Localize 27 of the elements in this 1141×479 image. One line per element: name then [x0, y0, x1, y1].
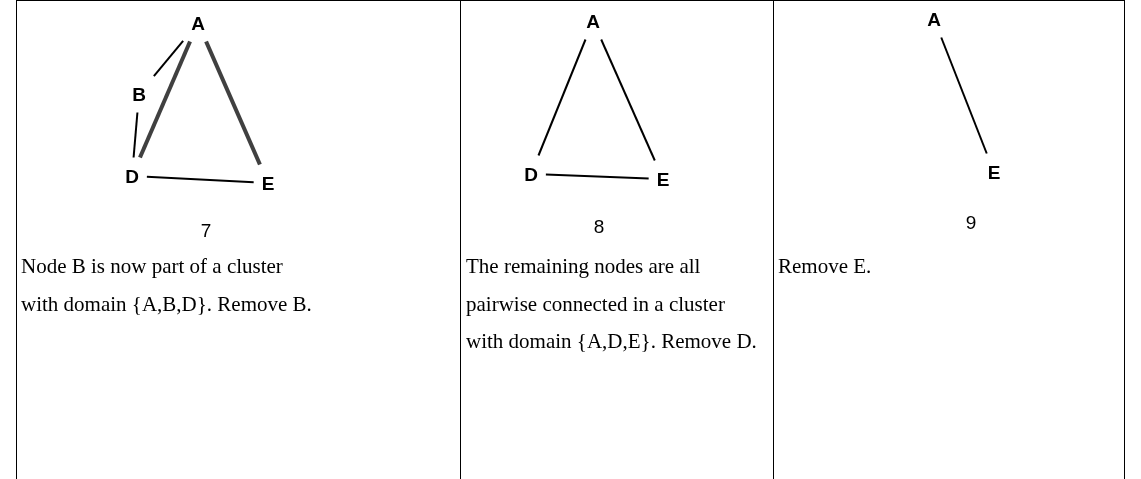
graph-edge-line [132, 111, 139, 159]
table-cell [16, 0, 460, 479]
graph-node-label: E [979, 153, 1009, 191]
step-number: 8 [593, 216, 605, 238]
graph-edge-line [537, 38, 587, 157]
graph-node-label: A [183, 4, 213, 42]
description-text: Remove E. [778, 253, 873, 280]
graph-node-label: E [253, 164, 283, 202]
graph-node-label: D [516, 155, 546, 193]
step-number: 9 [965, 212, 977, 234]
graph-node-label: A [919, 0, 949, 38]
graph-node-label: B [124, 75, 154, 113]
description-text: Node B is now part of a cluster with domain {A,B,D}. Remove B. [21, 253, 313, 318]
graph-edge-line [152, 39, 185, 78]
graph-edge-line [138, 40, 192, 159]
graph-edge-line [600, 38, 656, 162]
graph-node-label: A [578, 2, 608, 40]
graph-edge-line [544, 173, 650, 180]
graph-node-label: E [648, 160, 678, 198]
graph-edge-line [940, 36, 988, 155]
graph-edge-line [145, 175, 255, 184]
step-number: 7 [200, 220, 212, 242]
graph-node-label: D [117, 157, 147, 195]
table-cell [460, 0, 773, 479]
table-cell [773, 0, 1125, 479]
graph-edge-line [204, 40, 262, 166]
description-text: The remaining nodes are all pairwise connected in a cluster with domain {A,D,E}. Remove D. [466, 253, 758, 355]
